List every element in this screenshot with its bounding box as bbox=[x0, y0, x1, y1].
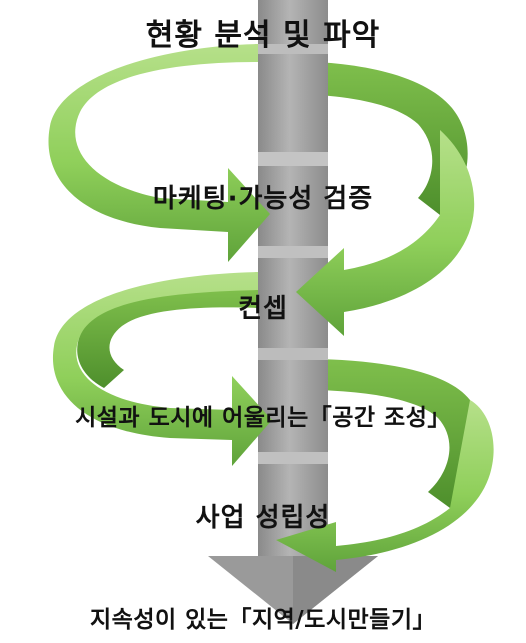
spiral-back-2 bbox=[77, 289, 259, 388]
step-label-situation-analysis: 현황 분석 및 파악 bbox=[145, 18, 381, 53]
step-label-space-creation: 시설과 도시에 어울리는「공간 조성」 bbox=[75, 405, 451, 431]
spiral-front-1 bbox=[48, 44, 271, 262]
spiral-back-3 bbox=[258, 358, 485, 508]
shaft-band bbox=[258, 246, 328, 258]
spiral-front-3 bbox=[52, 272, 272, 466]
shaft-band bbox=[258, 152, 328, 166]
shaft-band bbox=[258, 44, 328, 54]
step-label-marketing-verification: 마케팅·가능성 검증 bbox=[152, 184, 374, 214]
shaft-arrowhead-shade bbox=[293, 556, 378, 624]
step-label-business-feasibility: 사업 성립성 bbox=[195, 503, 331, 533]
spiral-front-4 bbox=[276, 400, 494, 572]
shaft-band bbox=[258, 452, 328, 464]
step-label-concept: 컨셉 bbox=[238, 294, 288, 324]
shaft-band bbox=[258, 348, 328, 360]
goal-label-sustainable-community: 지속성이 있는「지역/도시만들기」 bbox=[90, 607, 436, 633]
spiral-back-1 bbox=[258, 61, 468, 216]
spiral-front-2 bbox=[296, 130, 475, 336]
